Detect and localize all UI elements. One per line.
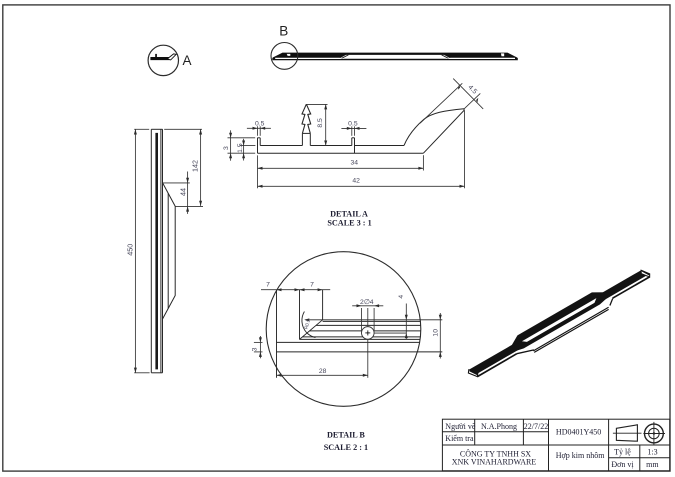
svg-text:0.5: 0.5	[348, 121, 358, 128]
svg-text:1:3: 1:3	[647, 447, 657, 456]
svg-text:Kiểm tra: Kiểm tra	[445, 434, 474, 443]
svg-text:7: 7	[266, 282, 270, 289]
svg-text:3: 3	[223, 146, 230, 150]
svg-text:450: 450	[125, 244, 134, 256]
svg-text:42: 42	[352, 178, 360, 185]
svg-text:SCALE 2 : 1: SCALE 2 : 1	[324, 443, 368, 452]
svg-text:34: 34	[351, 159, 359, 166]
svg-text:1.5: 1.5	[237, 143, 244, 153]
svg-text:3: 3	[252, 347, 259, 351]
svg-text:Tỷ lệ: Tỷ lệ	[614, 447, 631, 456]
svg-text:142: 142	[191, 160, 200, 172]
svg-text:Đơn vị: Đơn vị	[611, 460, 634, 469]
svg-text:28: 28	[319, 368, 327, 375]
svg-text:DETAIL A: DETAIL A	[330, 210, 368, 219]
svg-text:Hợp kim nhôm: Hợp kim nhôm	[556, 451, 605, 460]
svg-text:XNK VINAHARDWARE: XNK VINAHARDWARE	[452, 457, 537, 466]
svg-text:N.A.Phong: N.A.Phong	[481, 422, 517, 431]
svg-text:44: 44	[179, 188, 188, 196]
svg-text:7: 7	[310, 282, 314, 289]
svg-text:CÔNG TY TNHH SX: CÔNG TY TNHH SX	[460, 449, 531, 459]
svg-text:2∅4: 2∅4	[360, 299, 374, 306]
svg-text:4.5: 4.5	[466, 84, 478, 96]
svg-text:8.5: 8.5	[317, 118, 324, 128]
svg-text:mm: mm	[646, 460, 659, 469]
svg-text:0.5: 0.5	[255, 121, 265, 128]
svg-text:10: 10	[432, 329, 439, 337]
svg-text:4: 4	[398, 295, 405, 299]
svg-text:B: B	[279, 24, 288, 39]
svg-text:A: A	[182, 53, 191, 68]
svg-text:Người vẽ: Người vẽ	[445, 422, 476, 431]
svg-text:SCALE 3 : 1: SCALE 3 : 1	[327, 219, 371, 228]
svg-text:HD0401Y450: HD0401Y450	[556, 428, 601, 437]
svg-text:22/7/22: 22/7/22	[524, 422, 548, 431]
svg-text:R0.5: R0.5	[303, 318, 312, 330]
svg-text:DETAIL B: DETAIL B	[327, 431, 365, 440]
